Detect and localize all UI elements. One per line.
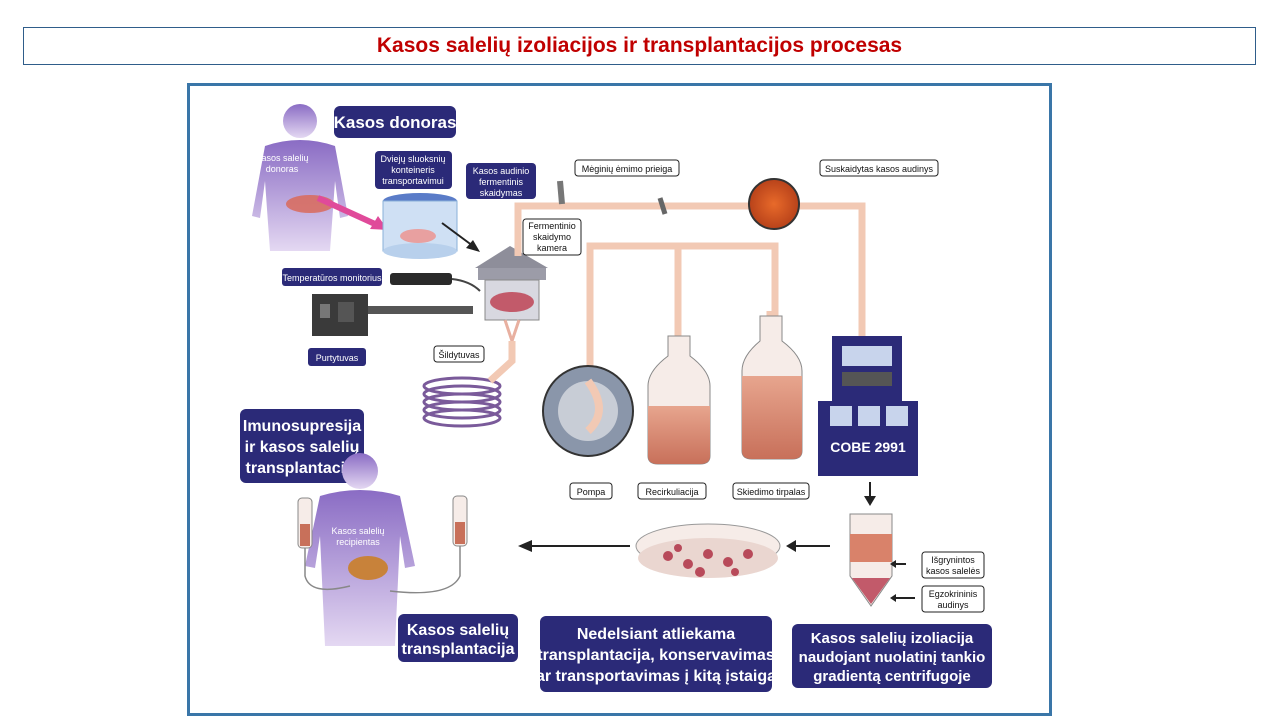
heater-label: Šildytuvas [438, 350, 480, 360]
page-title: Kasos salelių izoliacijos ir transplanta… [376, 34, 903, 57]
centrifuge-tube [849, 513, 893, 607]
isolation-label-1: Kasos salelių izoliacija [811, 630, 974, 647]
donor-islets-label-1: Kasos salelių [255, 153, 308, 163]
diagram-frame: Kasos salelių donoras Kasos donoras Dvie… [187, 83, 1052, 716]
chamber-label-2: skaidymo [533, 232, 571, 242]
recirculation-label: Recirkuliacija [645, 487, 698, 497]
heater-coil [422, 376, 502, 428]
digested-tissue-label: Suskaidytas kasos audinys [825, 164, 934, 174]
pump-label: Pompa [577, 487, 606, 497]
pump-device [542, 365, 634, 457]
process-diagram: Kasos salelių donoras Kasos donoras Dvie… [240, 104, 992, 692]
recirculation-bottle [647, 335, 711, 465]
sample-port-label: Mėginių ėmimo prieiga [582, 164, 673, 174]
cobe-label: COBE 2991 [830, 439, 906, 455]
islet-transplant-label-2: transplantacija [402, 641, 515, 658]
transport-container [382, 193, 458, 259]
liver-icon [348, 556, 388, 580]
donor-arrow [316, 195, 377, 227]
recipient-body-figure [305, 453, 415, 646]
donor-islets-label-2: donoras [266, 164, 299, 174]
title-box: Kasos salelių izoliacijos ir transplanta… [23, 27, 1256, 65]
container-label-3: transportavimui [382, 176, 444, 186]
recipient-islets-label-2: recipientas [336, 537, 380, 547]
chamber-label-3: kamera [537, 243, 567, 253]
shaker-label: Purtytuvas [316, 353, 359, 363]
donor-label: Kasos donoras [334, 113, 457, 132]
dilution-bottle [741, 315, 803, 460]
container-label-1: Dviejų sluoksnių [380, 154, 445, 164]
islet-transplant-label-1: Kasos salelių [407, 622, 509, 639]
digestion-chamber [475, 246, 548, 346]
donor-label-box [334, 106, 456, 138]
chamber-label-1: Fermentinio [528, 221, 576, 231]
immediate-label-2: transplantacija, konservavimas [537, 647, 775, 664]
immediate-label-3: ar transportavimas į kitą įstaigą [536, 668, 776, 685]
exocrine-label-2: audinys [937, 600, 969, 610]
petri-dish [635, 523, 781, 578]
temp-monitor-label: Temperatūros monitorius [282, 273, 382, 283]
dilution-label: Skiedimo tirpalas [737, 487, 806, 497]
enzymatic-label-3: skaidymas [480, 188, 523, 198]
container-label-2: konteineris [391, 165, 435, 175]
immuno-label-2: ir kasos salelių [245, 439, 360, 456]
enzymatic-label-2: fermentinis [479, 177, 524, 187]
iv-bag-right [389, 495, 468, 594]
isolation-label-2: naudojant nuolatinį tankio [799, 649, 986, 666]
digested-tissue-icon [748, 178, 800, 230]
exocrine-label-1: Egzokrininis [929, 589, 978, 599]
immediate-label-1: Nedelsiant atliekama [577, 626, 735, 643]
cobe-machine [818, 336, 918, 476]
immuno-label-1: Imunosupresija [243, 418, 361, 435]
shaker-device [312, 294, 473, 336]
recipient-islets-label-1: Kasos salelių [331, 526, 384, 536]
purified-label-2: kasos salelės [926, 566, 981, 576]
purified-label-1: Išgrynintos [931, 555, 975, 565]
temp-monitor-device [390, 273, 452, 285]
isolation-label-3: gradientą centrifugoje [813, 668, 971, 685]
iv-bag-left [297, 497, 351, 591]
enzymatic-label-1: Kasos audinio [473, 166, 530, 176]
immuno-label-3: transplantacija [246, 460, 359, 477]
